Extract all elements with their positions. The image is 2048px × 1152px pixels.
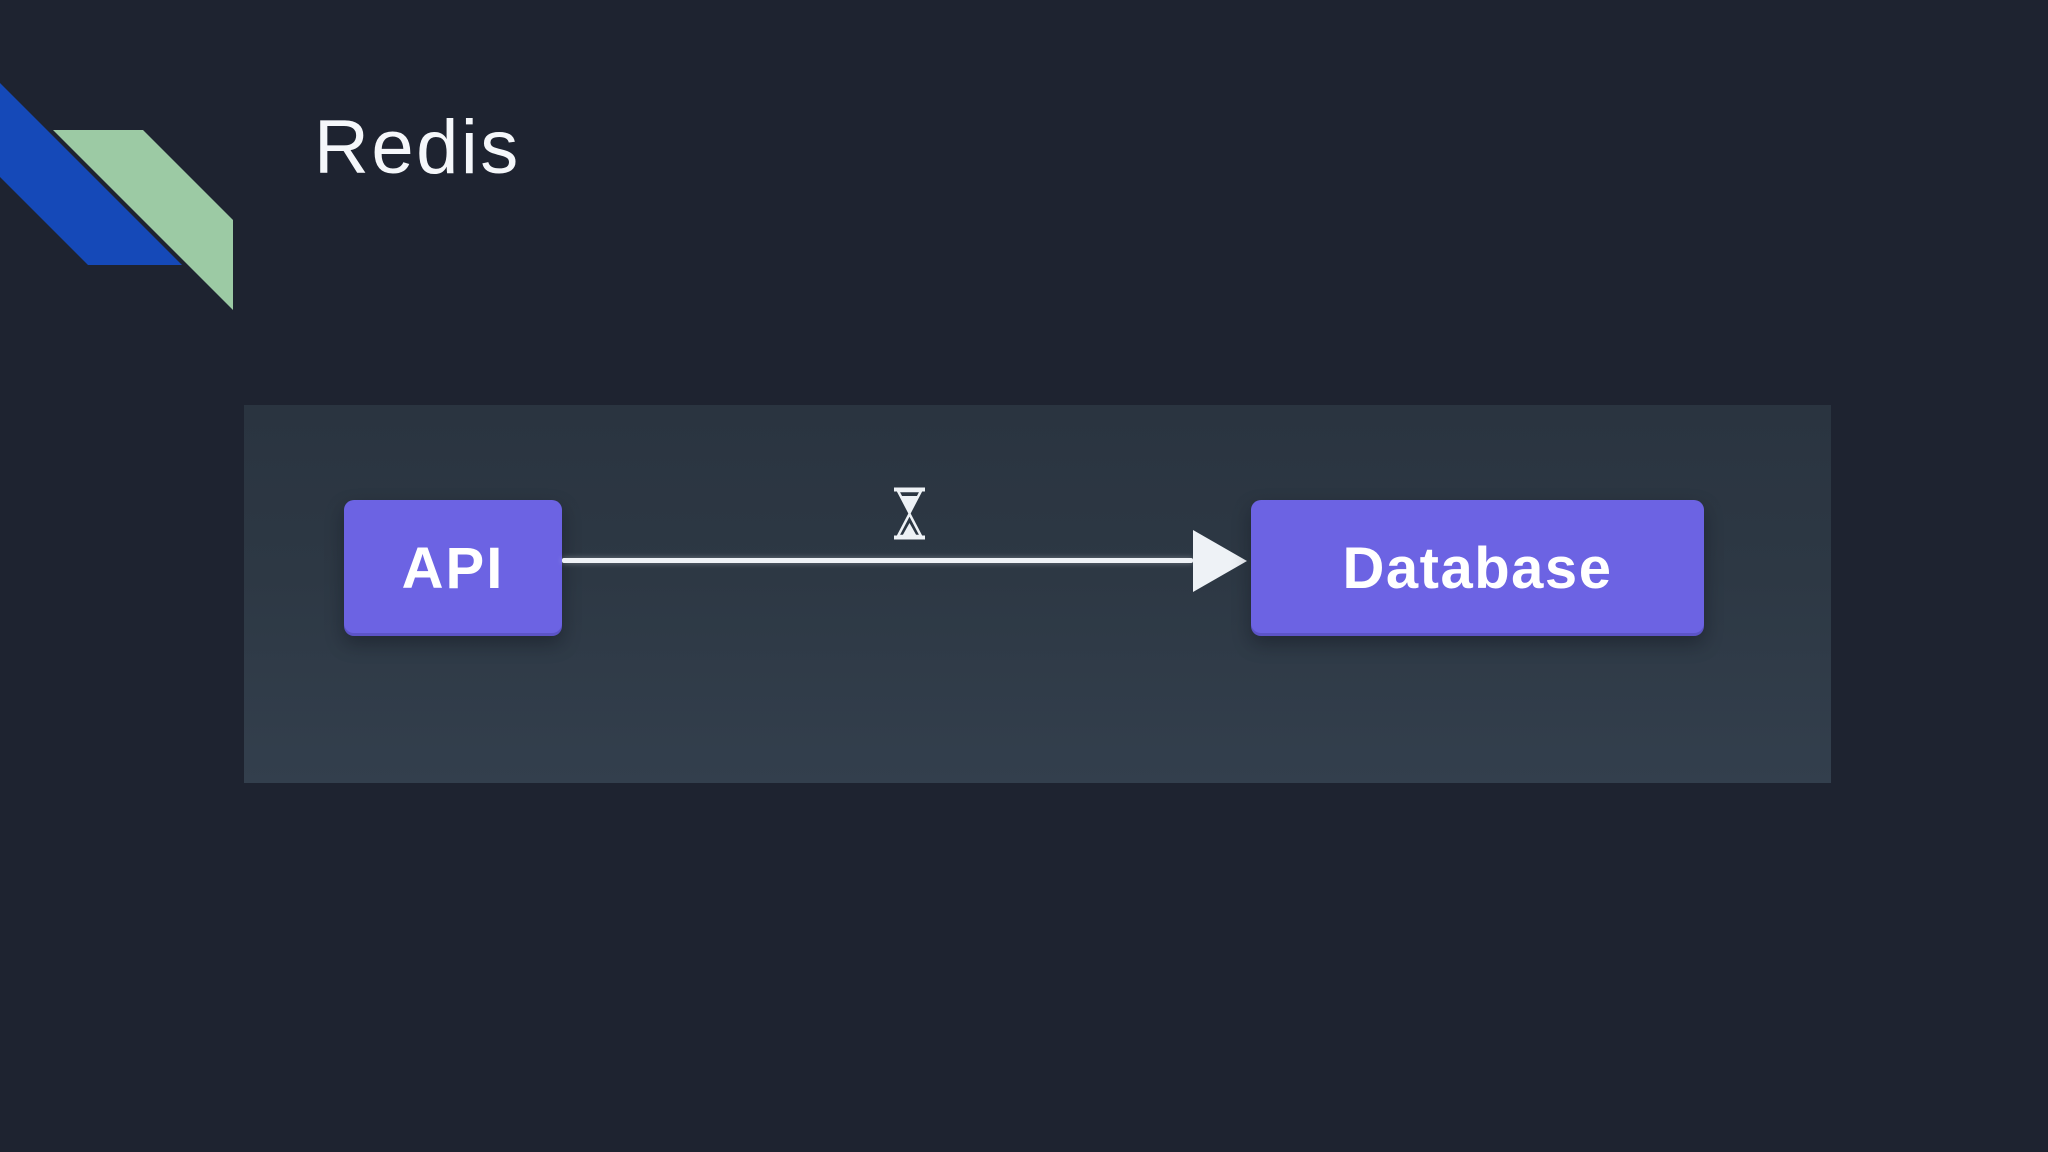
api-node: API xyxy=(344,500,562,636)
slide-title: Redis xyxy=(314,105,521,190)
corner-ribbon-green xyxy=(53,130,233,310)
hourglass-icon xyxy=(894,487,925,540)
connector-line xyxy=(562,558,1193,563)
corner-decoration xyxy=(0,83,233,310)
api-node-label: API xyxy=(401,535,505,601)
database-node-label: Database xyxy=(1342,535,1613,601)
database-node: Database xyxy=(1251,500,1704,636)
diagram-panel: API Database xyxy=(244,405,1831,783)
arrow-head-icon xyxy=(1193,530,1247,592)
corner-ribbon-blue xyxy=(0,83,182,265)
